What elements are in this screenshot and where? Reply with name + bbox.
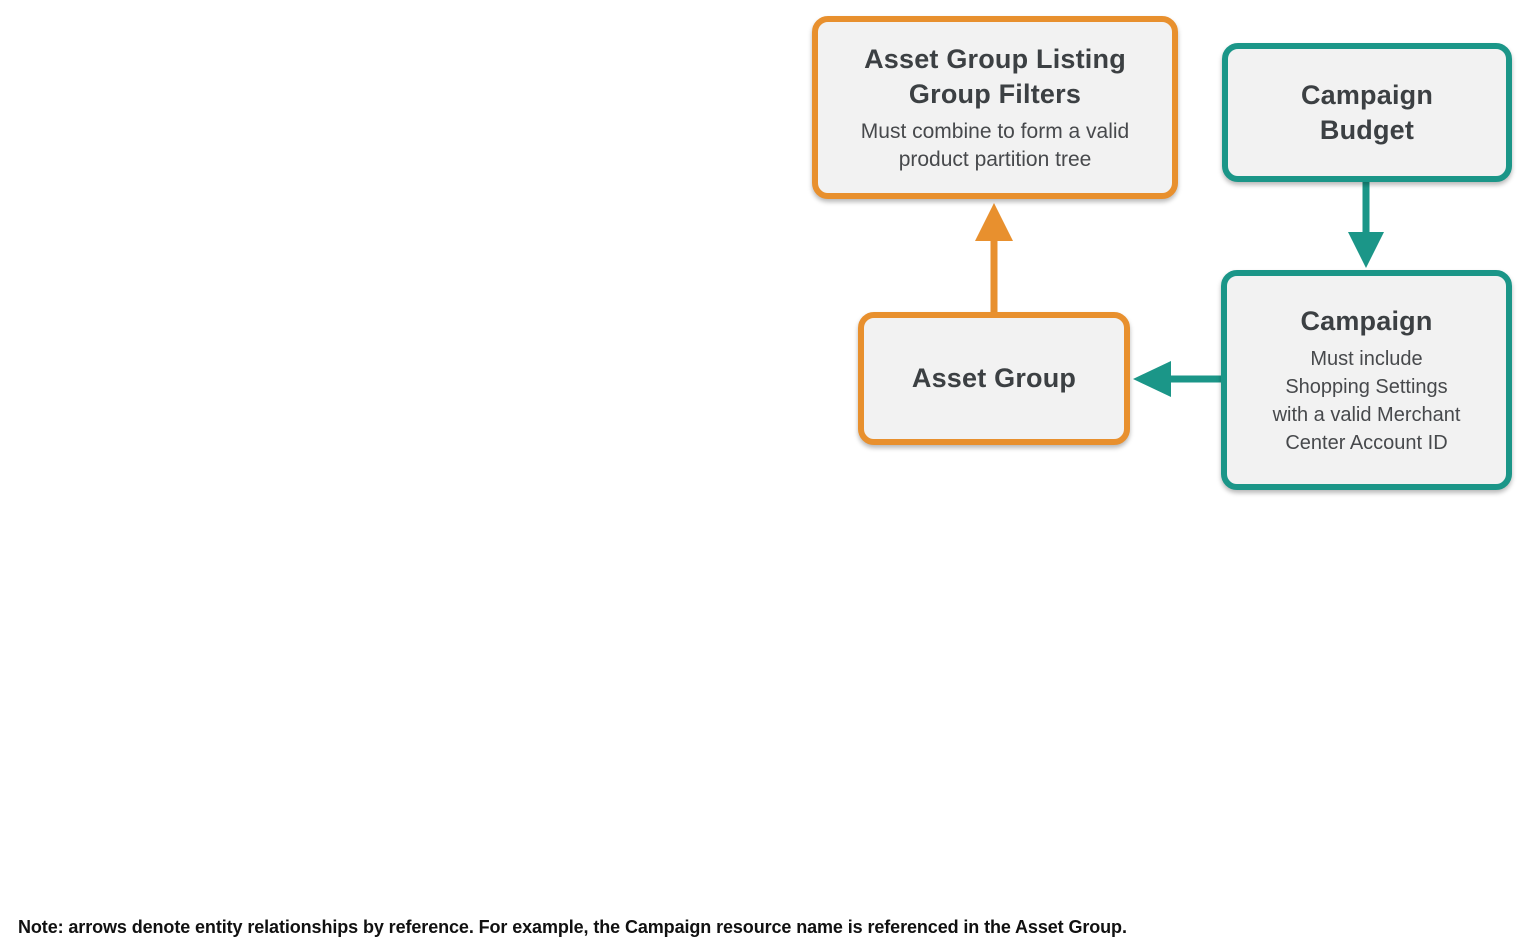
node-asset-group-listing-group-filters: Asset Group Listing Group Filters Must c… [812, 16, 1178, 199]
arrowhead-down-icon [1348, 232, 1384, 268]
arrow-campaign-to-asset-group [1133, 361, 1221, 397]
arrowhead-up-icon [975, 203, 1013, 241]
node-asset-group: Asset Group [858, 312, 1130, 445]
node-title: Campaign [1300, 305, 1433, 336]
node-title: Asset Group Listing Group Filters [864, 43, 1126, 109]
node-title: Asset Group [911, 363, 1077, 393]
node-subtitle: Must include Shopping Settings with a va… [1272, 347, 1461, 454]
footnote: Note: arrows denote entity relationships… [18, 917, 1127, 937]
node-title: Campaign Budget [1300, 79, 1434, 145]
node-campaign-budget: Campaign Budget [1222, 43, 1512, 182]
node-campaign: Campaign Must include Shopping Settings … [1221, 270, 1512, 490]
arrow-asset-group-to-listing-group-filters [975, 203, 1013, 312]
arrow-campaign-budget-to-campaign [1348, 181, 1384, 268]
node-subtitle: Must combine to form a valid product par… [860, 119, 1130, 171]
arrowhead-left-icon [1133, 361, 1171, 397]
